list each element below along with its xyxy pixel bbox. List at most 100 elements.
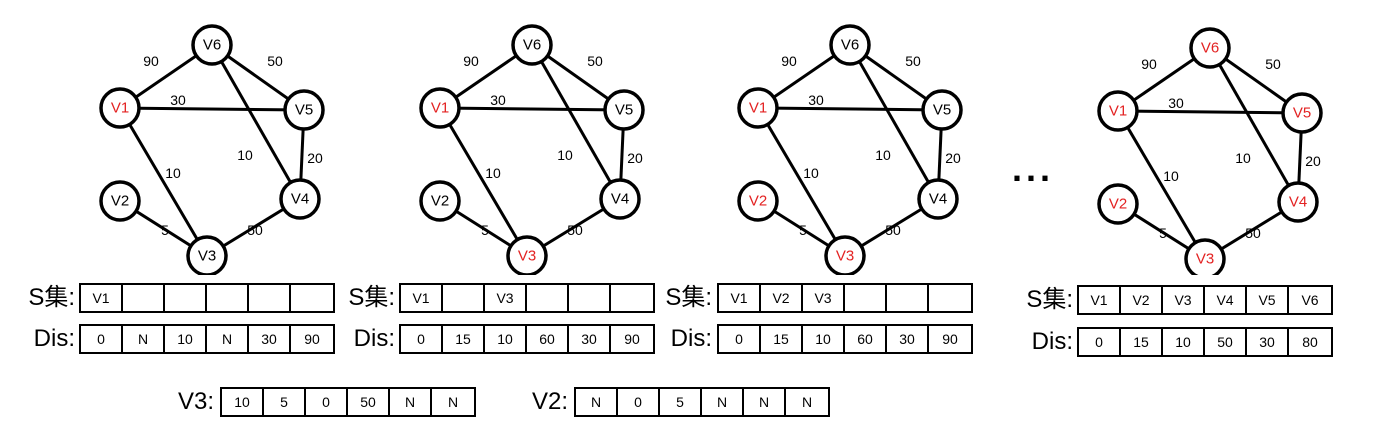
node-v2 bbox=[419, 180, 461, 222]
node-label-v3: V3 bbox=[836, 248, 854, 265]
s-set-cell: V5 bbox=[1247, 287, 1289, 313]
node-v6 bbox=[191, 24, 233, 66]
dis-cell: 10 bbox=[485, 326, 527, 352]
node-label-v5: V5 bbox=[295, 102, 313, 119]
node-label-v2: V2 bbox=[111, 193, 129, 210]
node-v6 bbox=[829, 24, 871, 66]
s-set-cell bbox=[207, 285, 249, 311]
edge-weight-v6-v4: 10 bbox=[557, 147, 573, 163]
dis-cell: 0 bbox=[401, 326, 443, 352]
edge-weight-v3-v4: 50 bbox=[885, 222, 901, 238]
dis-label-2: Dis: bbox=[353, 325, 395, 352]
node-label-v4: V4 bbox=[611, 191, 629, 208]
s-set-cell: V3 bbox=[803, 285, 845, 311]
node-label-v4: V4 bbox=[929, 191, 947, 208]
edge-v1-v5 bbox=[439, 106, 625, 112]
node-v4 bbox=[917, 178, 959, 220]
edge-weight-v6-v5: 50 bbox=[1265, 56, 1281, 72]
v3-distance-cell: 0 bbox=[306, 389, 348, 415]
dis-cell: 15 bbox=[1121, 329, 1163, 355]
edge-weight-v6-v5: 50 bbox=[267, 53, 283, 69]
dis-label-3: Dis: bbox=[670, 325, 712, 352]
node-label-v5: V5 bbox=[933, 102, 951, 119]
dis-cell: 15 bbox=[761, 326, 803, 352]
v2-row-label: V2: bbox=[531, 388, 568, 415]
edge-weight-v1-v5: 30 bbox=[808, 92, 824, 108]
v3-distance-cell: N bbox=[447, 394, 459, 410]
node-label-v5: V5 bbox=[615, 102, 633, 119]
edge-weight-v2-v3: 5 bbox=[1159, 225, 1167, 241]
v2-distance-cell: N bbox=[744, 389, 786, 415]
node-v3 bbox=[186, 235, 228, 275]
s-set-label-4: S集: bbox=[1026, 286, 1073, 313]
node-label-v3: V3 bbox=[198, 248, 216, 265]
edge-v6-v4 bbox=[848, 44, 940, 200]
node-v1 bbox=[99, 87, 141, 129]
s-set-cell: V1 bbox=[1079, 287, 1121, 313]
node-label-v4: V4 bbox=[1289, 194, 1307, 211]
node-v4 bbox=[1277, 181, 1319, 223]
node-label-v1: V1 bbox=[111, 100, 129, 117]
edge-weight-v1-v3: 10 bbox=[485, 165, 501, 181]
s-set-cell: V4 bbox=[1205, 287, 1247, 313]
s-set-cell bbox=[249, 285, 291, 311]
node-v5 bbox=[1281, 92, 1323, 134]
node-v5 bbox=[921, 89, 963, 131]
node-label-v6: V6 bbox=[841, 37, 859, 54]
edge-v1-v3 bbox=[756, 107, 847, 257]
edge-weight-v1-v3: 10 bbox=[165, 165, 181, 181]
edge-weight-v1-v5: 30 bbox=[170, 92, 186, 108]
edge-weight-v5-v4: 20 bbox=[945, 150, 961, 166]
edge-weight-v6-v5: 50 bbox=[587, 53, 603, 69]
node-label-v4: V4 bbox=[291, 191, 309, 208]
dis-cell: 30 bbox=[569, 326, 611, 352]
edge-v1-v3 bbox=[438, 107, 529, 257]
node-label-v1: V1 bbox=[1109, 103, 1127, 120]
s-set-cell bbox=[845, 285, 887, 311]
dis-cell: 15 bbox=[443, 326, 485, 352]
dis-cell: 10 bbox=[165, 326, 207, 352]
edge-weight-v6-v4: 10 bbox=[875, 147, 891, 163]
s-set-cell: V2 bbox=[761, 285, 803, 311]
node-label-v2: V2 bbox=[749, 193, 767, 210]
node-v1 bbox=[737, 87, 779, 129]
s-set-cell: V1 bbox=[719, 285, 761, 311]
s-set-cell: V1 bbox=[401, 285, 443, 311]
edge-weight-v1-v6: 90 bbox=[781, 53, 797, 69]
s-set-cell bbox=[527, 285, 569, 311]
node-label-v1: V1 bbox=[749, 100, 767, 117]
v3-distance-cell: N bbox=[390, 389, 432, 415]
node-label-v2: V2 bbox=[431, 193, 449, 210]
edge-weight-v3-v4: 50 bbox=[247, 222, 263, 238]
s-set-cell: V3 bbox=[1163, 287, 1205, 313]
edge-weight-v3-v4: 50 bbox=[567, 222, 583, 238]
edge-v1-v3 bbox=[1116, 110, 1207, 260]
edge-weight-v2-v3: 5 bbox=[161, 222, 169, 238]
v2-distance-cell: N bbox=[702, 389, 744, 415]
edge-weight-v5-v4: 20 bbox=[1305, 153, 1321, 169]
s-set-label-3: S集: bbox=[665, 284, 712, 311]
edge-weight-v1-v3: 10 bbox=[1163, 168, 1179, 184]
dis-cell: 50 bbox=[1205, 329, 1247, 355]
edge-weight-v1-v6: 90 bbox=[463, 53, 479, 69]
s-set-cell bbox=[165, 285, 207, 311]
v3-distance-cell: 10 bbox=[222, 389, 264, 415]
v2-distance-cell: N bbox=[801, 394, 813, 410]
s-set-cell: V6 bbox=[1301, 292, 1319, 308]
node-label-v3: V3 bbox=[1196, 251, 1214, 268]
node-v2 bbox=[99, 180, 141, 222]
node-label-v2: V2 bbox=[1109, 196, 1127, 213]
v3-distance-cell: 5 bbox=[264, 389, 306, 415]
edge-weight-v1-v5: 30 bbox=[1168, 95, 1184, 111]
node-v4 bbox=[279, 178, 321, 220]
edge-weight-v6-v4: 10 bbox=[237, 147, 253, 163]
edge-weight-v6-v4: 10 bbox=[1235, 150, 1251, 166]
